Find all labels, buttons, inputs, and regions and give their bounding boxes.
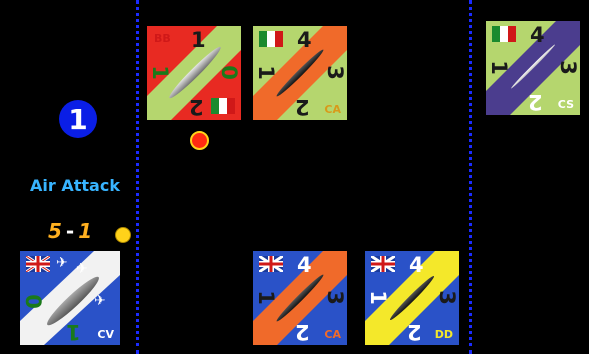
counter-bottom-value: 2 [295,321,310,342]
counter-left-value: 0 [22,294,43,309]
counter-italian-battleship[interactable]: BB 1 1 0 2 [147,26,241,120]
counter-left-value: 1 [255,65,276,80]
combat-odds: 5-1 [48,219,92,243]
counter-right-value: 3 [436,290,457,305]
ship-type-label: CA [324,103,341,116]
counter-british-destroyer[interactable]: 4 1 3 2 DD [365,251,459,345]
counter-british-carrier[interactable]: ✈ ✈ ✈ 0 1 CV [20,251,120,345]
italian-flag-icon [259,31,283,47]
union-jack-icon [259,256,283,272]
ship-type-label: DD [435,328,453,341]
aircraft-icon: ✈ [56,255,68,271]
counter-bottom-value: 2 [295,96,310,117]
counter-left-value: 1 [488,60,509,75]
phase-label: Air Attack [25,176,125,195]
italian-flag-icon [211,98,235,114]
ship-class-tag: BB [154,32,171,45]
ship-type-label: CS [558,98,574,111]
aircraft-icon: ✈ [76,261,88,277]
counter-left-value: 1 [367,290,388,305]
combat-step-badge: 1 [59,100,97,138]
counter-top-value: 4 [297,255,312,276]
odds-defense-value: 1 [78,219,92,243]
ship-type-label: CA [324,328,341,341]
union-jack-icon [26,256,50,272]
counter-right-value: 3 [324,290,345,305]
counter-italian-cs[interactable]: 4 1 3 2 CS [486,21,580,115]
odds-attack-value: 5 [48,219,62,243]
counter-bottom-value: 2 [189,96,204,117]
italian-flag-icon [492,26,516,42]
counter-top-value: 4 [297,30,312,51]
union-jack-icon [371,256,395,272]
counter-right-value: 0 [218,65,239,80]
air-attack-marker[interactable] [115,227,131,243]
counter-right-value: 3 [557,60,578,75]
counter-top-value: 1 [191,30,206,51]
counter-right-value: 3 [324,65,345,80]
right-zone-divider [469,0,472,354]
counter-top-value: 4 [409,255,424,276]
counter-british-heavy-cruiser[interactable]: 4 1 3 2 CA [253,251,347,345]
odds-separator: - [66,219,74,243]
counter-bottom-value: 2 [407,321,422,342]
left-zone-divider [136,0,139,354]
counter-bottom-value: 2 [528,91,543,112]
counter-italian-heavy-cruiser[interactable]: 4 1 3 2 CA [253,26,347,120]
counter-left-value: 1 [149,65,170,80]
ship-type-label: CV [97,328,114,341]
counter-left-value: 1 [255,290,276,305]
aircraft-icon: ✈ [94,293,106,309]
counter-top-value: 4 [530,25,545,46]
hit-marker[interactable] [190,131,209,150]
counter-bottom-value: 1 [66,321,81,342]
